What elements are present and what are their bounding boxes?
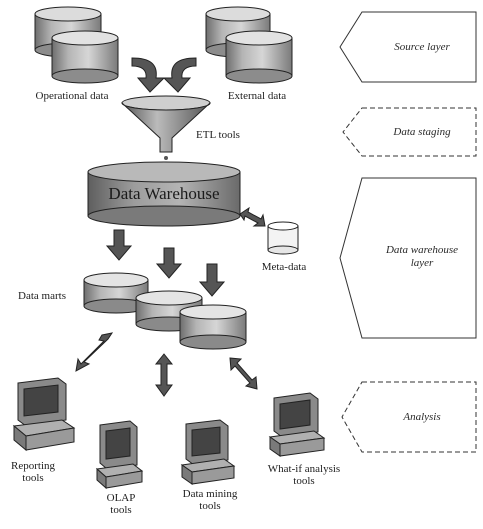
layer-shape-staging — [342, 107, 477, 157]
what-if-computer-icon — [268, 392, 326, 457]
metadata-label: Meta-data — [261, 261, 307, 273]
layer-shape-warehouse — [339, 177, 477, 339]
external-data-icon — [205, 6, 293, 84]
etl-tools-label: ETL tools — [196, 129, 240, 141]
data-mining-tools-label: Data mining tools — [182, 488, 238, 512]
olap-tools-label: OLAP tools — [106, 492, 136, 516]
what-if-tools-label: What-if analysis tools — [267, 463, 341, 487]
data-warehouse-layer-label: Data warehouse layer — [385, 244, 458, 269]
funnel-icon — [121, 95, 211, 165]
data-warehouse-icon — [87, 161, 241, 227]
olap-computer-icon — [95, 420, 144, 490]
dw-to-marts-arrows — [105, 229, 226, 297]
marts-to-tools-arrows — [75, 332, 258, 397]
source-layer-label: Source layer — [394, 41, 450, 53]
data-mining-computer-icon — [180, 419, 236, 485]
reporting-computer-icon — [12, 377, 76, 452]
data-marts-icon — [83, 272, 247, 350]
data-marts-label: Data marts — [18, 290, 66, 302]
dw-metadata-arrow — [239, 206, 266, 227]
layer-shape-source — [339, 11, 477, 83]
operational-data-label: Operational data — [35, 90, 109, 102]
layer-shape-analysis — [341, 381, 477, 453]
reporting-tools-label: Reporting tools — [11, 460, 55, 484]
external-data-label: External data — [227, 90, 287, 102]
data-staging-label: Data staging — [393, 126, 451, 138]
analysis-layer-label: Analysis — [403, 411, 441, 423]
data-warehouse-title: Data Warehouse — [108, 184, 220, 203]
metadata-icon — [267, 221, 299, 255]
source-to-etl-arrows — [131, 57, 197, 93]
operational-data-icon — [34, 6, 119, 84]
